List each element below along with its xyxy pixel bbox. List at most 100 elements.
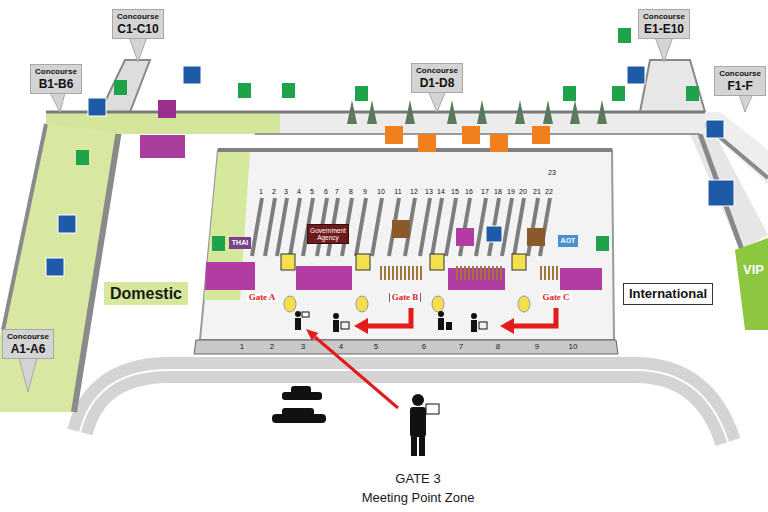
zone-label-box: International [623,283,713,305]
railing [540,266,558,280]
counter-number: 13 [425,188,433,195]
toilet-icon [686,86,699,101]
person [295,318,301,330]
flight-icon [708,180,734,206]
elevator-icon [512,254,526,270]
right-pier [690,134,768,250]
box-text: C1-C10 [117,22,159,36]
vip-panel: VIP [741,260,766,280]
door-number: 10 [569,343,578,351]
box-heading: Concourse [643,12,685,22]
person [438,311,444,317]
piers [0,60,768,412]
elevator-icon [281,254,295,270]
counter-number: 20 [519,188,527,195]
counter-number: 11 [394,188,401,195]
service-icon [385,126,403,144]
info-pin [356,296,368,312]
flight-icon [58,215,76,233]
door-number: 5 [374,343,378,351]
pagoda [367,100,377,124]
person [471,320,477,332]
service-icons [385,126,550,152]
pagoda [447,100,457,124]
arrow-head [354,318,368,334]
counter-number: 9 [363,188,367,195]
pagoda [543,100,553,124]
toilet-icon [618,28,631,43]
agency-box: Government Agency [307,224,349,244]
curb [194,340,618,354]
counter-number: 22 [545,188,553,195]
toilet-icon [282,83,295,98]
pagoda [570,100,580,124]
people [295,311,487,456]
shop-block [140,135,185,158]
toilet-icon [596,236,609,251]
toilet-icon [212,236,225,251]
pagoda [597,100,607,124]
toilet-icon [612,86,625,101]
flight-icon [486,226,502,242]
elevator-icon [430,254,444,270]
counter-number: 6 [324,188,328,195]
cart [341,322,349,329]
pagoda [515,100,525,124]
meeting-person [412,394,424,406]
counter-number: 3 [284,188,288,195]
hall [194,150,618,354]
door-number: 2 [270,343,274,351]
meeting-title: GATE 3 [395,472,440,485]
airport-logo: AOT [558,235,579,247]
door-number: 7 [459,343,463,351]
toilet-icon [355,86,368,101]
person [471,313,477,319]
gate-label: Gate A [247,293,278,302]
counter-number: 16 [465,188,473,195]
box-text: International [629,286,707,302]
vip-area [735,238,768,330]
door-number: 4 [339,343,343,351]
person [333,320,339,332]
service-icon [532,126,550,144]
door-number: 8 [496,343,500,351]
concourse-callout: ConcourseA1-A6 [2,329,54,359]
flight-icon [88,98,106,116]
shop-block [560,268,602,290]
counter-number: 15 [451,188,459,195]
c-pier [100,60,150,112]
toilet-icons [76,28,699,251]
meeting-person [410,407,426,437]
counter-number: 21 [533,188,541,195]
counter-number: 23 [548,169,556,176]
counter-number: 8 [349,188,353,195]
service-icon [527,228,545,246]
counter-number: 14 [437,188,445,195]
hall-floor [200,150,614,340]
railing [378,266,422,280]
concourse-callout: ConcourseC1-C10 [112,9,164,39]
hall-wall [218,148,612,152]
door-number: 6 [422,343,426,351]
meeting-caption: Meeting Point Zone [362,491,475,504]
pagoda [347,100,357,124]
box-text: THAI [232,239,248,247]
concourse-callout: ConcourseD1-D8 [411,63,463,93]
box-text: Domestic [110,284,182,303]
checkin-islands [252,198,550,256]
box-text: D1-D8 [416,76,458,90]
service-icon [418,134,436,152]
airline-logo: THAI [229,237,251,249]
zone-label-box: Domestic [104,282,188,305]
toilet-icon [76,150,89,165]
counter-number: 7 [335,188,339,195]
box-text: E1-E10 [643,22,685,36]
e-pier [640,60,705,112]
toilet-icon [563,86,576,101]
flight-icon [46,258,64,276]
door-number: 9 [535,343,539,351]
box-text: B1-B6 [35,77,77,91]
left-pier-floor [0,124,120,412]
counter-number: 1 [259,188,263,195]
